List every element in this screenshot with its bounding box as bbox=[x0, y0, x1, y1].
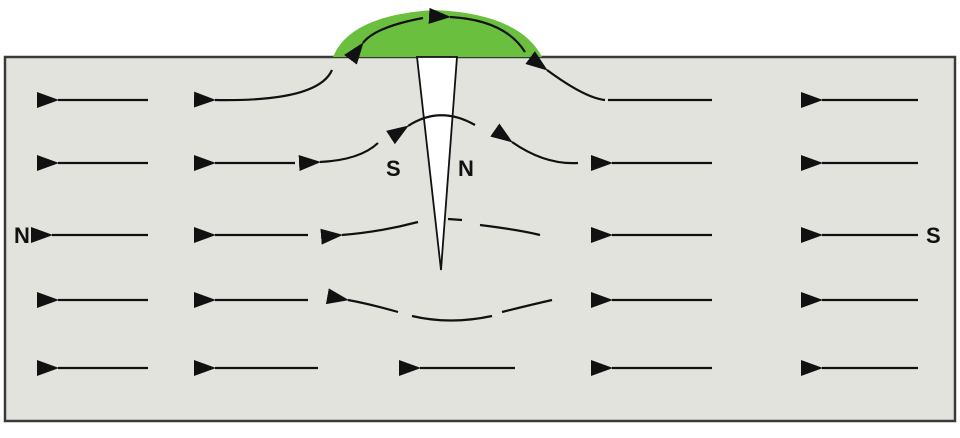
leakage-flux-arrow bbox=[490, 123, 579, 165]
flux-arrow bbox=[325, 288, 399, 314]
crack-right-pole-label: N bbox=[458, 156, 474, 181]
flux-line-segment bbox=[479, 223, 541, 237]
flux-line-segment bbox=[411, 314, 493, 322]
leakage-flux-arrow bbox=[428, 7, 526, 53]
crack-left-pole-label: S bbox=[386, 156, 401, 181]
flux-arrow bbox=[320, 220, 419, 245]
leakage-flux-arrow bbox=[298, 142, 379, 172]
left-pole-label: N bbox=[14, 223, 30, 248]
leakage-flux-arrow bbox=[525, 51, 606, 102]
surface-crack bbox=[415, 56, 458, 271]
magnetic-particle-indication bbox=[333, 10, 542, 57]
right-pole-label: S bbox=[926, 223, 941, 248]
ferromagnetic-specimen bbox=[3, 55, 957, 423]
flux-line-segment bbox=[501, 298, 553, 314]
leakage-flux-arrow bbox=[343, 16, 424, 65]
leakage-flux-arrow bbox=[386, 114, 476, 145]
flux-lines bbox=[30, 7, 918, 376]
flux-arrow bbox=[193, 69, 334, 108]
flux-line-segment bbox=[447, 217, 463, 222]
